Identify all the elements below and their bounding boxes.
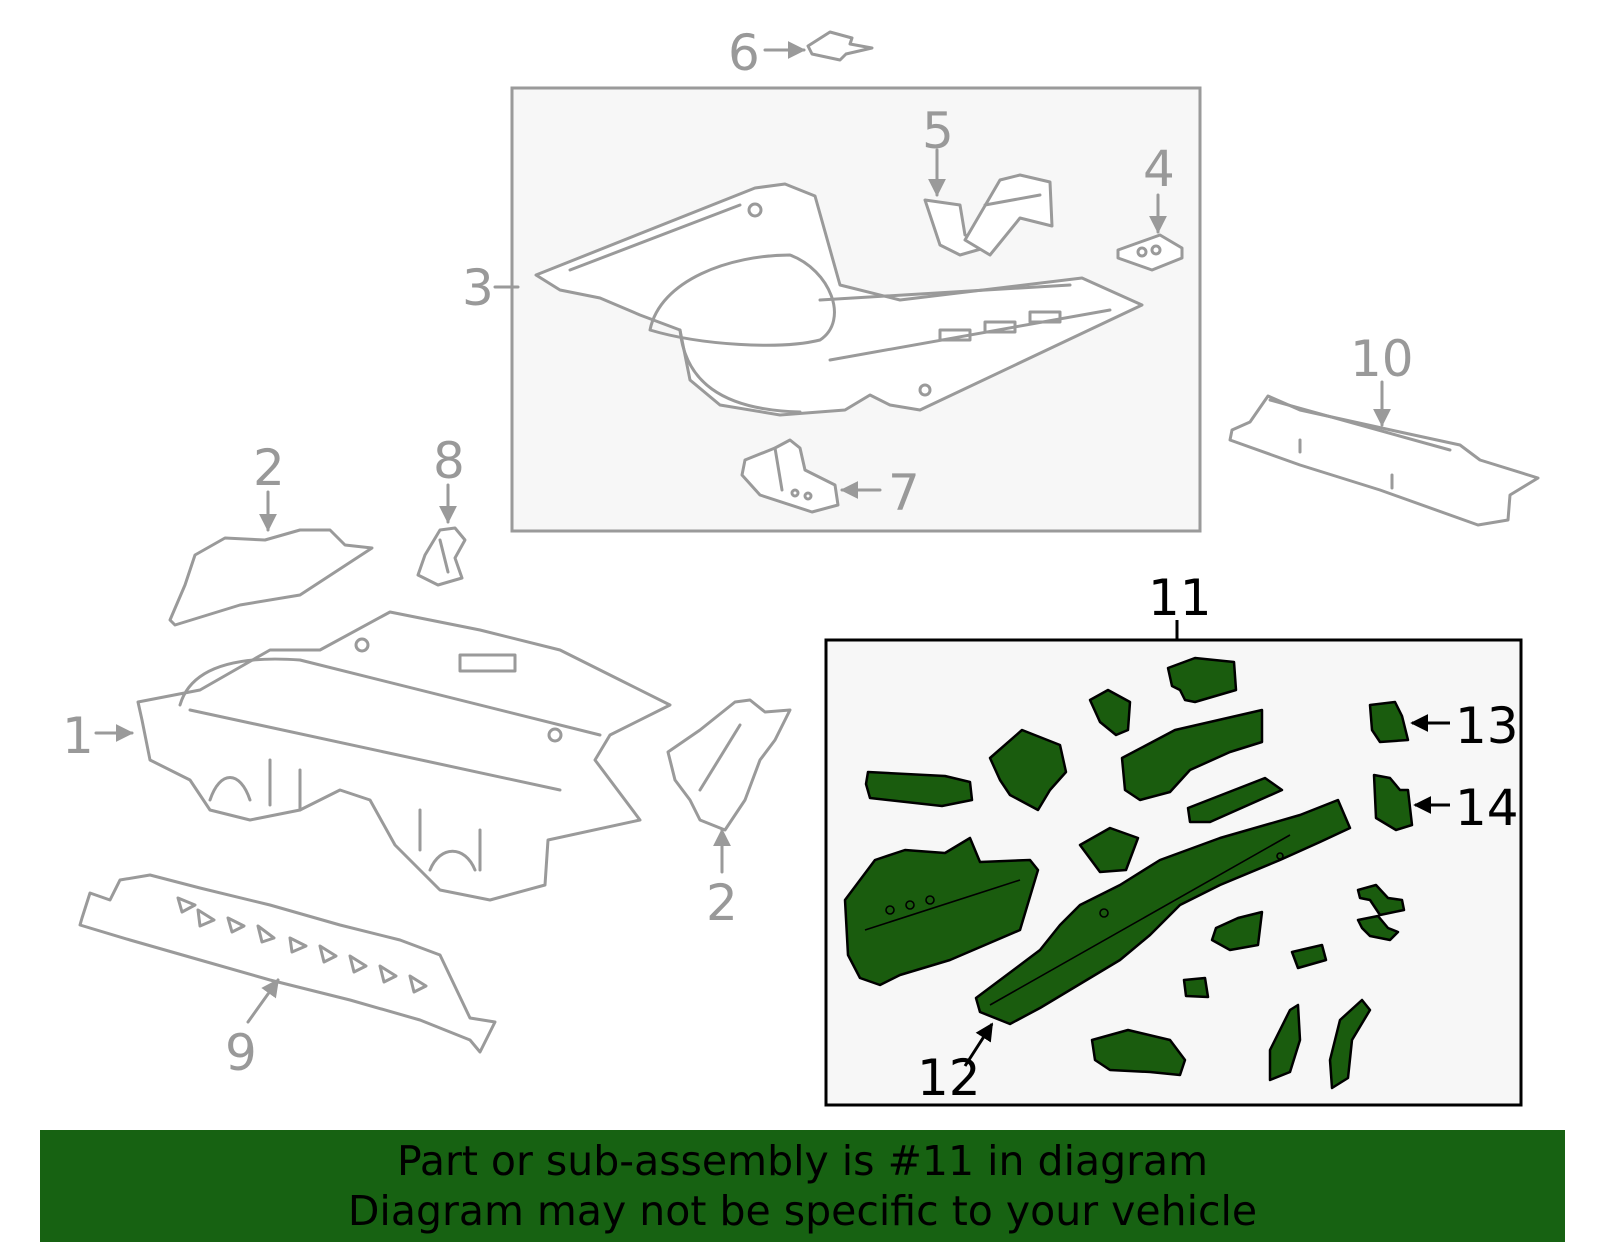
callout-4: 4 — [1143, 140, 1175, 198]
leader-12 — [963, 1022, 994, 1067]
callout-12: 12 — [917, 1049, 981, 1107]
callout-14: 14 — [1455, 779, 1519, 837]
banner-line-2: Diagram may not be specific to your vehi… — [347, 1187, 1258, 1235]
callout-6: 6 — [728, 24, 760, 82]
part-6-bracket — [806, 30, 874, 62]
callout-2-upper: 2 — [253, 439, 285, 497]
info-banner: Part or sub-assembly is #11 in diagram D… — [40, 1130, 1565, 1242]
part-13-bracket — [1368, 700, 1410, 744]
part-4-bracket — [1116, 233, 1184, 272]
part-8-bracket — [416, 526, 467, 587]
callout-11[interactable]: 11 — [1148, 569, 1212, 627]
callout-13: 13 — [1455, 697, 1519, 755]
part-5-support — [923, 173, 1054, 257]
part-10-rail — [1228, 394, 1540, 527]
part-9-crossmember — [78, 873, 497, 1054]
part-14-bracket — [1372, 773, 1414, 832]
callout-2-lower: 2 — [706, 874, 738, 932]
part-11-highlighted-components[interactable] — [843, 656, 1414, 1090]
callout-10: 10 — [1350, 330, 1414, 388]
part-7-bracket — [740, 438, 840, 514]
callout-9: 9 — [225, 1024, 257, 1082]
callout-1: 1 — [62, 707, 94, 765]
callout-7: 7 — [888, 464, 920, 522]
banner-line-1: Part or sub-assembly is #11 in diagram — [396, 1137, 1209, 1185]
part-2-right-panel — [666, 698, 792, 832]
part-2-left-panel — [168, 528, 374, 627]
callout-8: 8 — [433, 432, 465, 490]
callout-3: 3 — [462, 259, 494, 317]
callout-5: 5 — [922, 102, 954, 160]
part-1-rear-floor — [136, 610, 672, 902]
part-3-rear-floor-pan — [534, 182, 1144, 417]
